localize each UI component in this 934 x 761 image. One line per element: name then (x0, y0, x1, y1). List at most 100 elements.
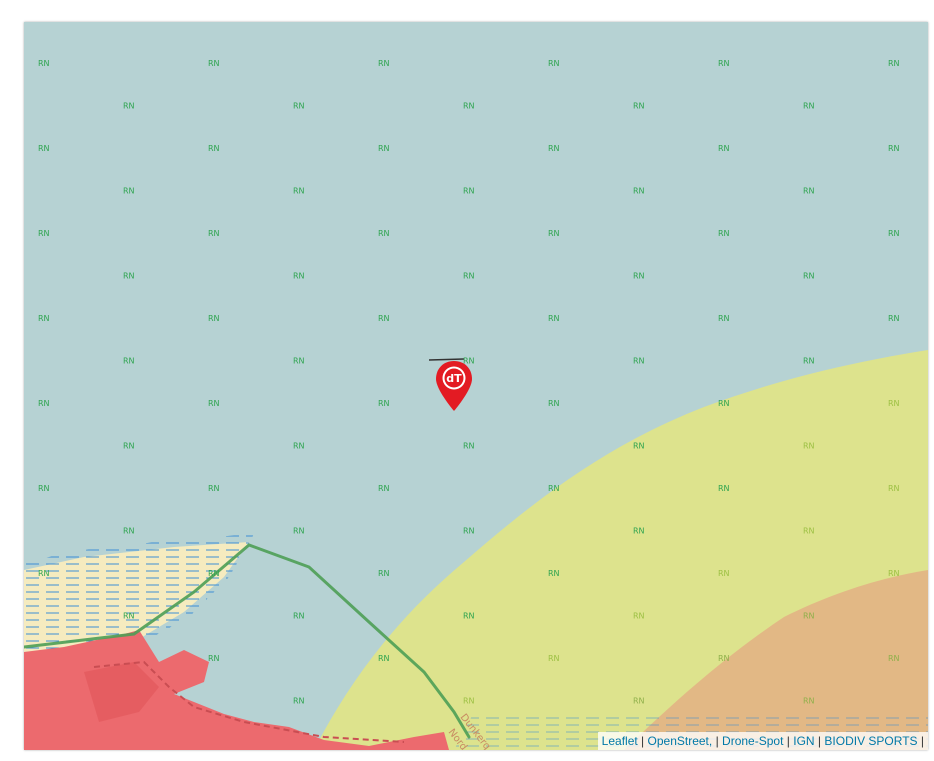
attribution-dronespot-link[interactable]: Drone-Spot (722, 734, 784, 748)
reserve-label-rn: RN (718, 314, 730, 323)
harbour-dashed-road (93, 660, 405, 743)
reserve-label-rn: RN (123, 442, 135, 451)
reserve-label-rn: RN (888, 314, 900, 323)
reserve-label-rn: RN (123, 527, 135, 536)
beach-wave-hatch (24, 534, 254, 657)
reserve-label-rn: RN (718, 59, 730, 68)
attribution-separator: | (920, 734, 924, 748)
reserve-label-rn: RN (293, 357, 305, 366)
reserve-label-rn: RN (548, 314, 560, 323)
reserve-label-rn: RN (208, 144, 220, 153)
reserve-label-rn: RN (548, 59, 560, 68)
reserve-label-rn: RN (378, 484, 390, 493)
reserve-label-rn: RN (293, 612, 305, 621)
reserve-label-rn: RN (378, 399, 390, 408)
reserve-label-rn: RN (463, 272, 475, 281)
reserve-label-rn: RN (803, 272, 815, 281)
reserve-label-rn: RN (888, 59, 900, 68)
drone-spot-map-marker[interactable]: dT (434, 360, 474, 412)
attribution-openstreet-link[interactable]: OpenStreet, (647, 734, 713, 748)
reserve-label-rn: RN (38, 229, 50, 238)
marker-top-stroke (428, 358, 465, 361)
harbour-dock-detail (84, 662, 159, 722)
reserve-label-rn: RN (123, 102, 135, 111)
reserve-label-rn: RN (38, 144, 50, 153)
reserve-label-rn: RN (293, 102, 305, 111)
reserve-label-rn: RN (803, 442, 815, 451)
reserve-label-rn: RN (208, 399, 220, 408)
reserve-label-rn: RN (803, 527, 815, 536)
reserve-label-rn: RN (548, 569, 560, 578)
reserve-label-rn: RN (633, 102, 645, 111)
reserve-label-rn: RN (38, 59, 50, 68)
attribution-biodiv-link[interactable]: BIODIV SPORTS (824, 734, 918, 748)
reserve-label-rn: RN (633, 442, 645, 451)
attribution-leaflet-link[interactable]: Leaflet (601, 734, 638, 748)
marker-logo-inner (444, 368, 464, 388)
reserve-label-rn: RN (888, 399, 900, 408)
reserve-label-rn: RN (888, 229, 900, 238)
reserve-label-rn: RN (803, 612, 815, 621)
reserve-label-rn: RN (888, 569, 900, 578)
reserve-label-rn: RN (378, 314, 390, 323)
reserve-label-rn: RN (633, 187, 645, 196)
reserve-label-rn: RN (378, 59, 390, 68)
reserve-label-rn: RN (123, 612, 135, 621)
reserve-label-rn: RN (803, 697, 815, 706)
reserve-label-rn: RN (123, 272, 135, 281)
reserve-label-rn: RN (463, 187, 475, 196)
reserve-label-rn: RN (293, 442, 305, 451)
map-attribution: Leaflet | OpenStreet, | Drone-Spot | IGN… (597, 732, 928, 750)
reserve-label-rn: RN (38, 484, 50, 493)
reserve-label-rn: RN (208, 229, 220, 238)
reserve-label-rn: RN (293, 187, 305, 196)
reserve-label-rn: RN (293, 527, 305, 536)
reserve-label-rn: RN (378, 569, 390, 578)
reserve-label-rn: RN (208, 484, 220, 493)
reserve-label-rn: RN (293, 272, 305, 281)
harbour-urban-area (24, 630, 449, 750)
reserve-label-rn: RN (208, 654, 220, 663)
reserve-label-rn: RN (548, 229, 560, 238)
reserve-label-rn: RN (633, 612, 645, 621)
reserve-label-rn: RN (208, 59, 220, 68)
reserve-label-rn: RN (718, 654, 730, 663)
reserve-label-rn: RN (38, 399, 50, 408)
reserve-label-rn: RN (718, 569, 730, 578)
reserve-label-rn: RN (123, 357, 135, 366)
reserve-label-rn: RN (803, 102, 815, 111)
reserve-label-rn: RN (378, 654, 390, 663)
reserve-label-rn: RN (548, 484, 560, 493)
reserve-label-rn: RN (463, 442, 475, 451)
reserve-label-rn: RN (38, 569, 50, 578)
reserve-label-rn: RN (718, 229, 730, 238)
reserve-label-rn: RN (463, 102, 475, 111)
reserve-label-rn: RN (633, 272, 645, 281)
reserve-label-rn: RN (208, 569, 220, 578)
coast-green-line (24, 543, 471, 739)
reserve-label-rn: RN (803, 187, 815, 196)
reserve-label-rn: RN (463, 697, 475, 706)
attribution-separator: | (641, 734, 645, 748)
reserve-label-rn: RN (463, 527, 475, 536)
reserve-label-rn: RN (548, 144, 560, 153)
reserve-label-rn: RN (208, 314, 220, 323)
attribution-ign-link[interactable]: IGN (793, 734, 815, 748)
reserve-label-rn: RN (548, 654, 560, 663)
reserve-label-rn: RN (463, 612, 475, 621)
reserve-label-rn: RN (718, 144, 730, 153)
reserve-label-rn: RN (123, 187, 135, 196)
reserve-label-rn: RN (293, 697, 305, 706)
reserve-label-rn: RN (888, 654, 900, 663)
reserve-label-rn: RN (38, 314, 50, 323)
reserve-label-rn: RN (718, 484, 730, 493)
natura-zone-orange (624, 570, 928, 750)
attribution-separator: | (715, 734, 719, 748)
reserve-label-rn: RN (888, 484, 900, 493)
attribution-separator: | (786, 734, 790, 748)
reserve-label-rn: RN (718, 399, 730, 408)
reserve-label-rn: RN (548, 399, 560, 408)
